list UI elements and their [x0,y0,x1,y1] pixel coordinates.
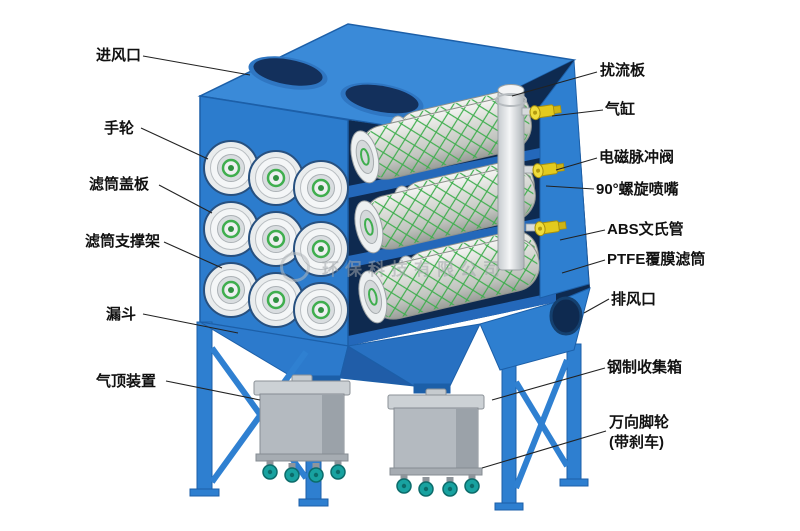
right-wall [539,59,590,299]
box-base [389,467,483,476]
label-handwheel: 手轮 [104,120,135,137]
leader-exhaust [583,298,610,314]
label-caster: 万向脚轮 (带刹车) [609,413,669,452]
collection-box-1 [253,374,351,483]
leader-caster [481,430,607,469]
label-collection-box: 钢制收集箱 [607,359,683,376]
leg-foot [494,502,524,511]
filter-cover [292,220,350,278]
label-air-lift-device: 气顶装置 [96,373,157,390]
pulse-valves [521,101,568,237]
caster-wheel [464,473,480,494]
collection-boxes [253,374,485,497]
leader-filter-cover [158,184,213,214]
leader-filter-support [163,241,223,269]
leader-air-inlet [142,55,251,76]
leader-lines [140,55,610,469]
label-pulse-valve: 电磁脉冲阀 [599,149,675,166]
box-base [255,453,349,462]
label-air-cylinder: 气缸 [605,101,636,118]
filter-cover [292,281,350,339]
leader-collection-box [491,367,606,401]
box-lid [387,394,485,410]
caster-wheel [442,476,458,497]
label-venturi-tube: ABS文氏管 [607,221,684,238]
label-filter-support-frame: 滤筒支撑架 [85,233,161,250]
caster-wheel [262,459,278,480]
caster-wheel [418,476,434,497]
caster-wheel [330,459,346,480]
pipe-cap [497,84,525,96]
collection-box-2 [387,388,485,497]
leader-ptfe-cartridge [561,259,606,274]
label-air-inlet: 进风口 [96,47,142,64]
caster-wheel [396,473,412,494]
collector-body [189,23,591,511]
filter-cover [292,159,350,217]
leader-baffle [511,71,598,97]
hopper [199,287,591,394]
interior-floor [348,292,556,346]
air-header-pipe [495,84,527,271]
label-spiral-nozzle: 90°螺旋喷嘴 [596,181,679,198]
leader-air-lift [165,380,261,401]
filter-covers [202,139,350,339]
label-ptfe-cartridge: PTFE覆膜滤筒 [607,251,706,268]
cartridge-shelf-1 [348,148,540,198]
box-body-shade [456,409,477,469]
box-body-shade [322,395,343,455]
leg [566,343,582,483]
pipe-body [497,89,525,271]
pipe-flange [495,93,527,107]
leader-spiral-nozzle [545,185,595,190]
label-hopper: 漏斗 [106,306,137,323]
label-baffle-plate: 扰流板 [600,62,646,79]
exhaust-opening [549,296,583,336]
leader-venturi [559,229,606,241]
leader-pulse-valve [555,157,598,171]
leg-foot [559,478,589,487]
leg [501,365,517,507]
label-caster-line1: 万向脚轮 [609,414,670,431]
inlet-opening-1 [253,58,323,86]
leg-foot [189,488,220,497]
label-exhaust-outlet: 排风口 [611,291,657,308]
leader-handwheel [140,127,209,160]
brace [209,350,309,484]
label-caster-line2: (带刹车) [609,433,664,451]
inlet-opening-2 [345,84,419,114]
leg [196,321,213,493]
brace [513,358,570,490]
label-filter-cover-plate: 滤筒盖板 [89,176,150,193]
leader-cylinder [551,109,604,117]
box-lid [253,380,351,396]
leg-foot [298,498,329,507]
leader-hopper [142,313,239,334]
cartridge-shelf-2 [348,218,540,268]
